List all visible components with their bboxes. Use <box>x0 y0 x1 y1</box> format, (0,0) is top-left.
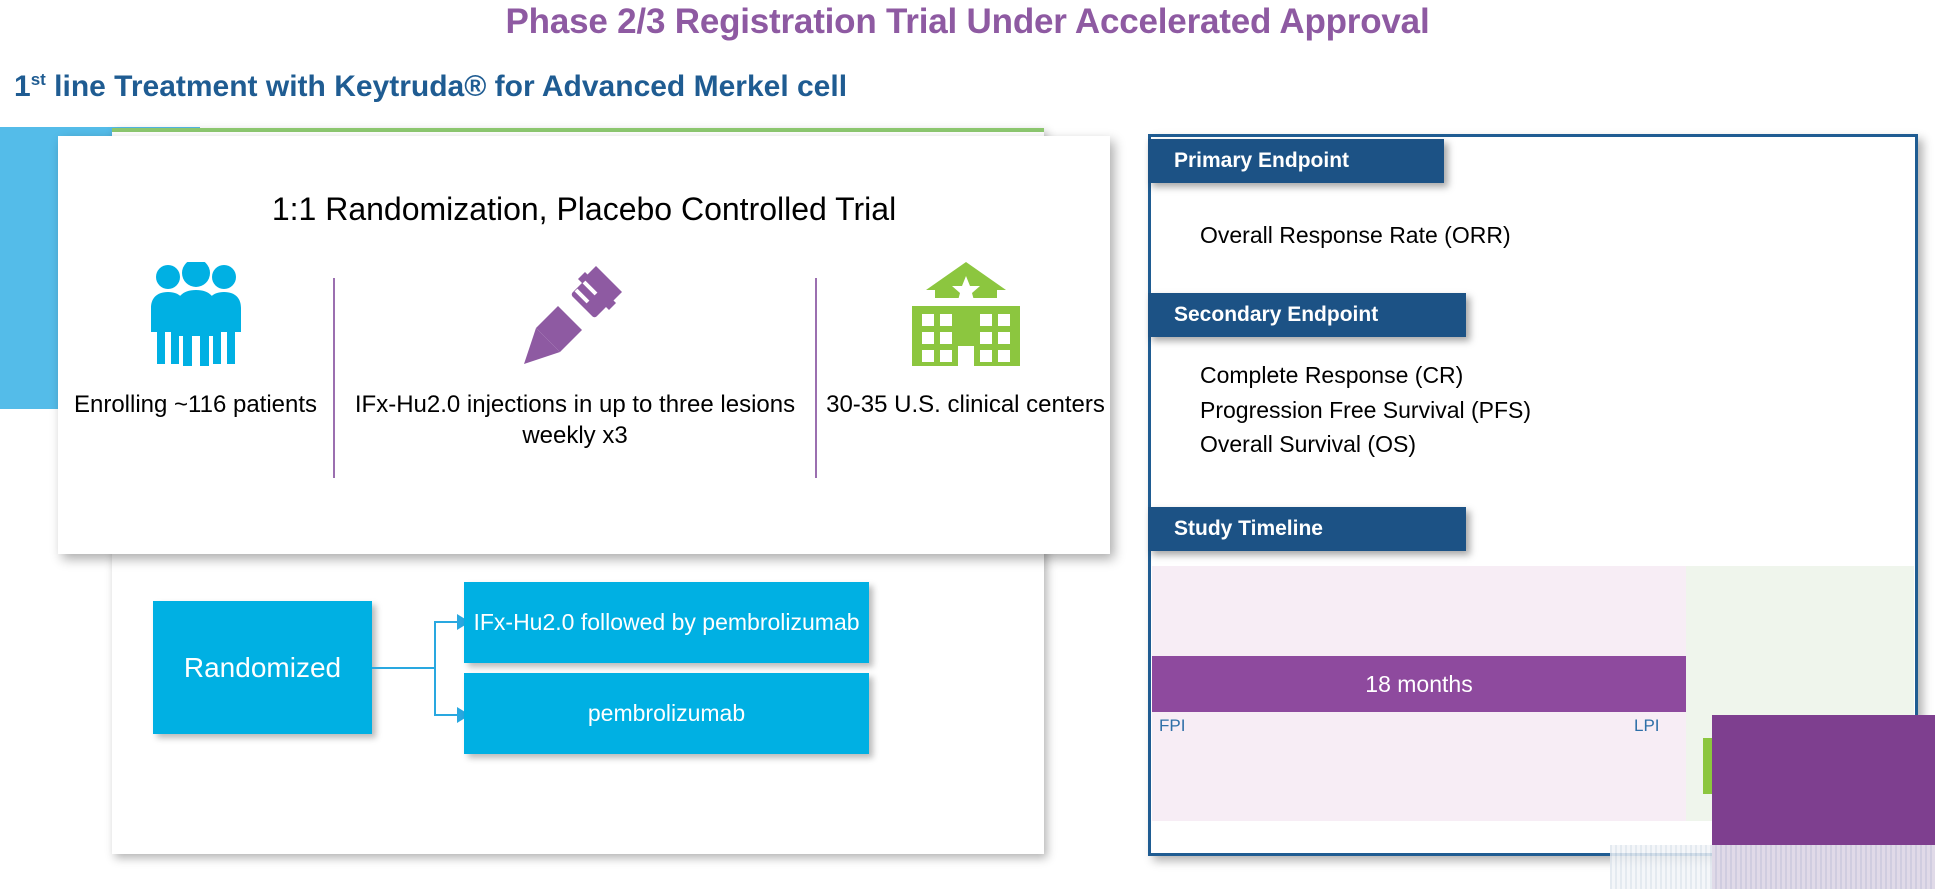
list-item: Overall Response Rate (ORR) <box>1200 222 1511 248</box>
syringe-icon <box>522 256 628 366</box>
flow-box-arm-pembrolizumab[interactable]: pembrolizumab <box>464 673 869 754</box>
trial-design-column-enrollment: Enrolling ~116 patients <box>58 256 333 421</box>
secondary-endpoint-list: Complete Response (CR) Progression Free … <box>1200 358 1531 462</box>
page-title: Phase 2/3 Registration Trial Under Accel… <box>505 2 1430 41</box>
trial-design-column-injections: IFx-Hu2.0 injections in up to three lesi… <box>335 256 815 451</box>
timeline-label-lpi: LPI <box>1634 716 1660 735</box>
column-divider-1 <box>333 278 335 478</box>
caption-enrollment: Enrolling ~116 patients <box>73 391 318 418</box>
trial-design-heading: 1:1 Randomization, Placebo Controlled Tr… <box>271 191 897 227</box>
green-accent-rule <box>112 128 1044 132</box>
list-item: Complete Response (CR) <box>1200 362 1464 388</box>
flow-box-randomized[interactable]: Randomized <box>153 601 372 734</box>
subtitle-rest: line Treatment with Keytruda® for Advanc… <box>45 70 848 103</box>
decorative-texture-strip <box>1610 845 1935 889</box>
list-item: Progression Free Survival (PFS) <box>1200 396 1532 423</box>
flow-connector-vertical <box>434 621 436 716</box>
caption-injections: IFx-Hu2.0 injections in up to three lesi… <box>354 391 796 449</box>
primary-endpoint-header: Primary Endpoint <box>1148 139 1444 183</box>
secondary-endpoint-header: Secondary Endpoint <box>1148 293 1466 337</box>
trial-design-card: 1:1 Randomization, Placebo Controlled Tr… <box>58 136 1110 554</box>
timeline-bar-enrollment: 18 months <box>1152 656 1686 712</box>
trial-design-column-centers: 30-35 U.S. clinical centers <box>817 256 1114 421</box>
timeline-enrollment-region: 18 months FPI LPI <box>1152 566 1686 821</box>
page-subtitle: 1st line Treatment with Keytruda® for Ad… <box>14 70 847 104</box>
flow-connector-bottom-branch <box>434 714 459 716</box>
study-timeline-header: Study Timeline <box>1148 507 1466 551</box>
subtitle-ordinal-suffix: st <box>30 70 46 89</box>
hospital-icon <box>908 256 1024 366</box>
flow-connector-top-branch <box>434 621 459 623</box>
column-divider-2 <box>815 278 817 478</box>
primary-endpoint-list: Overall Response Rate (ORR) <box>1200 218 1511 253</box>
trial-design-columns: Enrolling ~116 patients <box>58 256 1110 546</box>
people-group-icon <box>142 256 250 366</box>
flow-connector-horizontal <box>372 667 436 669</box>
list-item: Overall Survival (OS) <box>1200 431 1416 457</box>
randomization-flow-diagram: Randomized IFx-Hu2.0 followed by pembrol… <box>112 580 1044 810</box>
timeline-label-fpi: FPI <box>1159 716 1186 735</box>
flow-box-arm-ifx[interactable]: IFx-Hu2.0 followed by pembrolizumab <box>464 582 869 663</box>
subtitle-prefix: 1 <box>14 70 31 103</box>
caption-centers: 30-35 U.S. clinical centers <box>826 391 1105 418</box>
